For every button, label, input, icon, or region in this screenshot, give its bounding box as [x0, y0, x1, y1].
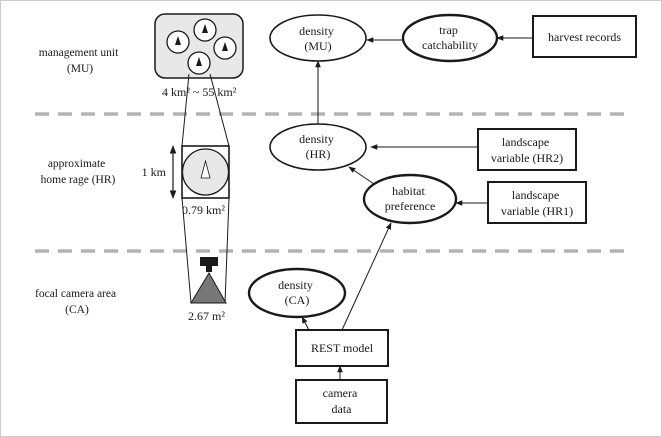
hr-area-label: 0.79 km²	[182, 203, 225, 217]
svg-text:REST model: REST model	[311, 341, 374, 355]
home-range-illustration	[181, 145, 230, 199]
svg-text:density (MU): density (MU)	[299, 24, 337, 53]
node-density-hr: density (HR)	[269, 123, 367, 171]
svg-text:harvest records: harvest records	[548, 30, 621, 44]
edge-habitat-to-density-hr	[348, 166, 375, 185]
projection-line-left-lower	[181, 197, 192, 304]
row-label-mu: management unit (MU)	[39, 47, 121, 75]
node-rest-model: REST model	[295, 329, 389, 367]
node-density-ca: density (CA)	[247, 267, 347, 319]
ca-area-label: 2.67 m²	[188, 309, 225, 323]
mu-area-label: 4 km² ~ 55 km²	[162, 85, 237, 99]
node-trap-catchability: trap catchability	[401, 13, 499, 63]
svg-text:density (HR): density (HR)	[299, 132, 337, 161]
projection-line-right-lower	[224, 197, 230, 304]
projection-line-left-upper	[181, 73, 190, 147]
hr-side-label: 1 km	[142, 165, 167, 179]
node-habitat-preference: habitat preference	[362, 173, 458, 225]
row-label-hr: approximate home rage (HR)	[41, 158, 116, 186]
node-camera-data: camera data	[295, 379, 388, 424]
row-label-ca: focal camera area (CA)	[35, 288, 119, 316]
svg-text:density (CA): density (CA)	[278, 278, 316, 307]
node-harvest-records: harvest records	[532, 15, 637, 58]
node-landscape-hr2: landscape variable (HR2)	[477, 128, 577, 171]
projection-line-right-upper	[209, 73, 230, 147]
edge-rest-to-habitat	[341, 222, 392, 331]
svg-text:landscape variable (HR1): landscape variable (HR1)	[501, 188, 573, 218]
camera-area-illustration	[190, 257, 227, 304]
svg-text:camera data: camera data	[323, 386, 361, 416]
management-unit-illustration	[154, 13, 244, 79]
svg-text:landscape variable (HR2): landscape variable (HR2)	[491, 135, 563, 165]
edge-rest-to-density-ca	[301, 316, 310, 331]
node-density-mu: density (MU)	[269, 14, 367, 62]
svg-text:habitat preference: habitat preference	[385, 184, 436, 213]
svg-text:trap catchability: trap catchability	[422, 23, 478, 52]
node-landscape-hr1: landscape variable (HR1)	[487, 181, 587, 224]
